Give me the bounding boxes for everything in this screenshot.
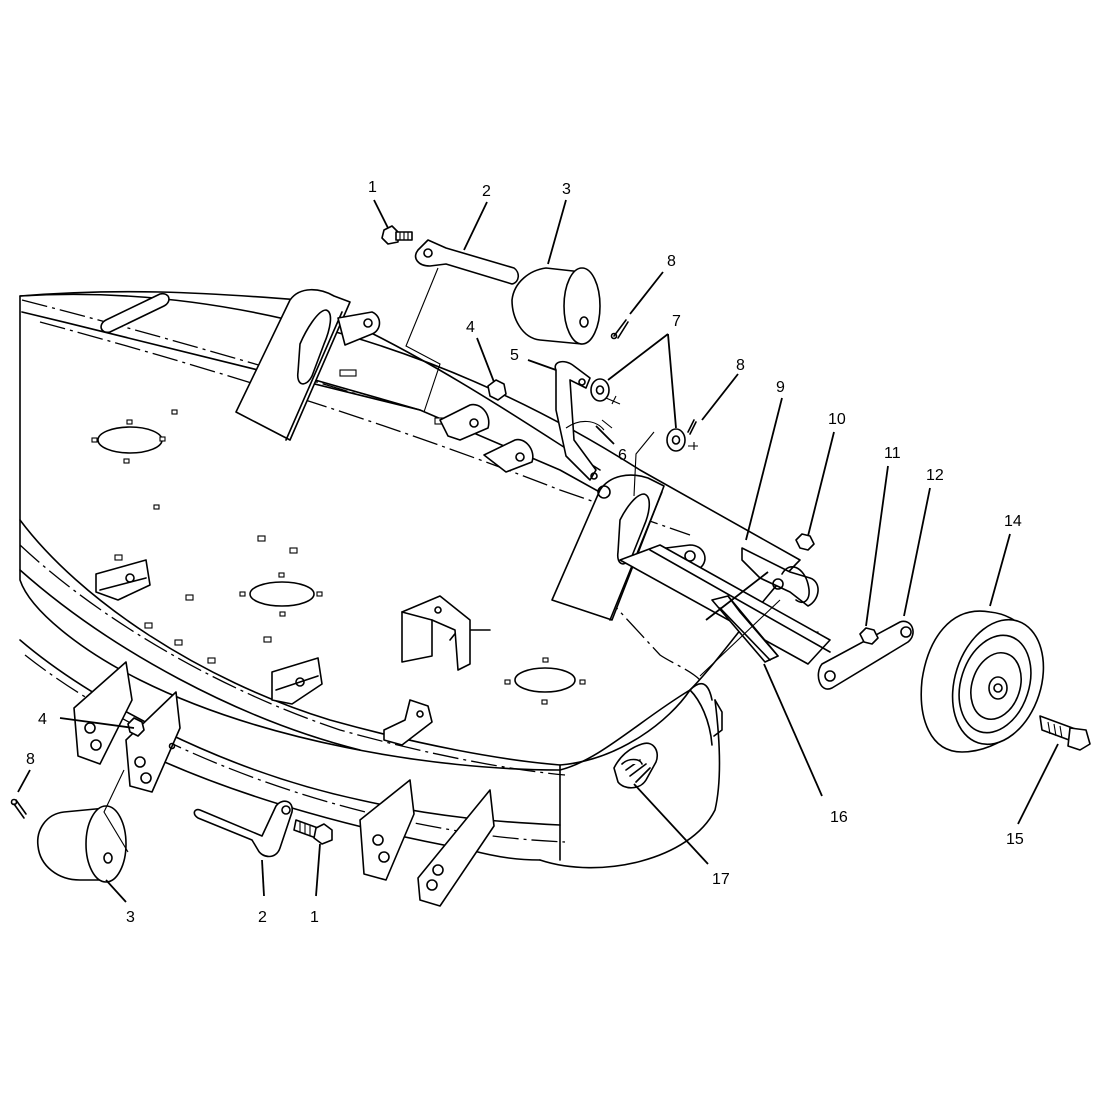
callout-2: 2 (482, 183, 491, 200)
callout-9: 9 (776, 379, 785, 396)
leader-lines (17, 199, 1059, 903)
front-roller-assembly (10, 717, 333, 883)
callout-1: 1 (310, 909, 319, 926)
callout-3: 3 (562, 181, 571, 198)
callout-3: 3 (126, 909, 135, 926)
callout-5: 5 (510, 347, 519, 364)
callout-8: 8 (26, 751, 35, 768)
deck-brackets (73, 288, 706, 907)
callout-12: 12 (926, 467, 944, 484)
rear-roller-assembly (381, 225, 698, 497)
callout-17: 17 (712, 871, 730, 888)
adjustment-knob (613, 742, 658, 789)
callout-10: 10 (828, 411, 846, 428)
callout-4: 4 (466, 319, 475, 336)
anchor-pin (100, 292, 170, 334)
gauge-wheel (920, 610, 1045, 753)
callout-8: 8 (667, 253, 676, 270)
callout-4: 4 (38, 711, 47, 728)
nut-11 (859, 627, 879, 645)
callout-2: 2 (258, 909, 267, 926)
callout-14: 14 (1004, 513, 1022, 530)
callout-6: 6 (618, 447, 627, 464)
callout-15: 15 (1006, 831, 1024, 848)
callout-11: 11 (884, 445, 901, 462)
callout-labels: 1 2 3 8 4 7 5 8 6 9 10 11 12 14 4 8 16 1… (26, 179, 1024, 926)
callout-7: 7 (672, 313, 681, 330)
wheel-bolt (1039, 715, 1091, 751)
callout-1: 1 (368, 179, 377, 196)
callout-8: 8 (736, 357, 745, 374)
nut-10 (795, 533, 815, 551)
callout-16: 16 (830, 809, 848, 826)
